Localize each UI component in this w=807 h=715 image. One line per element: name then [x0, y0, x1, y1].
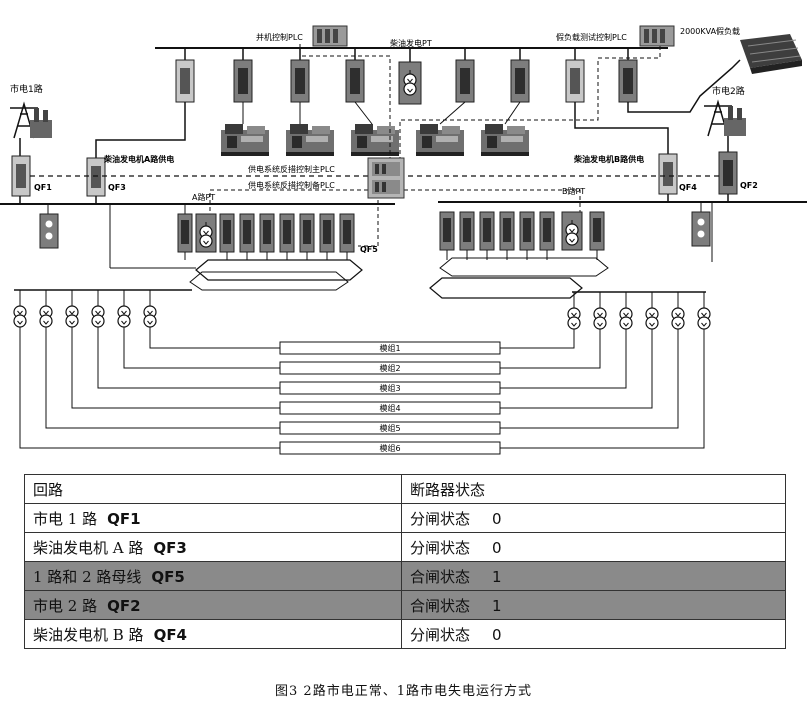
- grid1-tower-icon: [10, 101, 52, 139]
- grid2-signal-cabinet: [691, 202, 711, 247]
- table-row: 市电 2 路 QF2 合闸状态 1: [24, 590, 786, 620]
- row-breaker: QF4: [153, 625, 187, 644]
- row-name: 柴油发电机 B 路: [33, 625, 144, 644]
- module-1-label: 模组1: [379, 343, 400, 353]
- qf2-breaker: [718, 151, 738, 195]
- breaker-state-table: 回路 断路器状态 市电 1 路 QF1 分闸状态 0 柴油发电机 A 路 QF3 分闸…: [24, 474, 786, 649]
- module-feeders: [19, 327, 705, 449]
- dummy-load-label: 2000KVA假负载: [680, 26, 740, 36]
- table-row: 1 路和 2 路母线 QF5 合闸状态 1: [24, 561, 786, 591]
- left-transformers: [13, 301, 157, 328]
- feeder-lines: [109, 202, 713, 269]
- table-row: 市电 1 路 QF1 分闸状态 0: [24, 503, 786, 533]
- distribution-bus-right: [572, 291, 706, 304]
- module-5-label: 模组5: [379, 423, 400, 433]
- gen-b-supply-label: 柴油发电机B路供电: [573, 154, 644, 164]
- qf5-label: QF5: [360, 245, 378, 254]
- dummy-load-plc-icon: [639, 25, 675, 47]
- header-breaker-state: 断路器状态: [401, 474, 786, 504]
- bus-duct-a: [195, 259, 363, 281]
- diesel-bus: [155, 47, 668, 62]
- row-breaker: QF1: [107, 509, 141, 528]
- distribution-bus-left: [14, 289, 192, 302]
- row-value: 1: [492, 596, 502, 615]
- header-circuit: 回路: [24, 474, 402, 504]
- row-state: 分闸状态: [410, 538, 471, 557]
- module-6: 模组6: [279, 441, 501, 455]
- module-4-label: 模组4: [379, 403, 400, 413]
- qf1-label: QF1: [34, 183, 52, 192]
- parallel-plc-icon: [312, 25, 348, 47]
- a-side-cabinets: [177, 204, 355, 253]
- table-row: 柴油发电机 B 路 QF4 分闸状态 0: [24, 619, 786, 649]
- module-2: 模组2: [279, 361, 501, 375]
- bus-a: [0, 196, 395, 205]
- bus-duct-a-lower: [189, 271, 349, 291]
- grid1-label: 市电1路: [10, 83, 43, 95]
- gen-a-supply-label: 柴油发电机A路供电: [103, 154, 174, 164]
- control-lines: [30, 44, 720, 247]
- row-breaker: QF2: [107, 596, 141, 615]
- grid1-signal-cabinet: [39, 204, 59, 249]
- row-state: 合闸状态: [410, 567, 471, 586]
- bus-b: [438, 194, 807, 203]
- row-name: 市电 1 路: [33, 509, 98, 528]
- row-value: 1: [492, 567, 502, 586]
- row-state: 分闸状态: [410, 625, 471, 644]
- row-state: 分闸状态: [410, 509, 471, 528]
- row-value: 0: [492, 509, 502, 528]
- module-3: 模组3: [279, 381, 501, 395]
- a-pt-label: A路PT: [192, 192, 215, 202]
- qf4-label: QF4: [679, 183, 697, 192]
- row-breaker: QF3: [153, 538, 187, 557]
- table-header-row: 回路 断路器状态: [24, 474, 786, 504]
- bus-duct-b-upper: [439, 257, 609, 277]
- diesel-pt-label: 柴油发电PT: [390, 38, 432, 48]
- row-name: 市电 2 路: [33, 596, 98, 615]
- qf1-breaker: [11, 155, 31, 197]
- row-breaker: QF5: [151, 567, 185, 586]
- figure-caption: 图3 2路市电正常、1路市电失电运行方式: [275, 684, 532, 699]
- row-value: 0: [492, 625, 502, 644]
- control-plc-icon: [367, 157, 405, 199]
- module-5: 模组5: [279, 421, 501, 435]
- b-pt-label: B路PT: [562, 186, 585, 196]
- module-6-label: 模组6: [379, 443, 400, 453]
- dummy-load-plc-label: 假负载测试控制PLC: [556, 32, 627, 42]
- dummy-load-icon: [740, 34, 802, 74]
- module-4: 模组4: [279, 401, 501, 415]
- row-state: 合闸状态: [410, 596, 471, 615]
- diesel-pt-cabinet: [398, 61, 422, 105]
- qf2-label: QF2: [740, 181, 758, 190]
- row-value: 0: [492, 538, 502, 557]
- incoming-lines: [19, 59, 741, 158]
- diesel-generators: [221, 101, 529, 156]
- standby-plc-label: 供电系统反措控制备PLC: [248, 180, 335, 190]
- row-name: 1 路和 2 路母线: [33, 567, 142, 586]
- b-side-cabinets: [439, 211, 605, 251]
- grid2-tower-icon: [704, 99, 746, 137]
- main-plc-label: 供电系统反措控制主PLC: [248, 164, 335, 174]
- table-row: 柴油发电机 A 路 QF3 分闸状态 0: [24, 532, 786, 562]
- qf3-breaker: [86, 157, 106, 197]
- power-supply-diagram: 并机控制PLC 柴油发电PT 假负载测试控制PLC 2000KVA假负载: [0, 25, 807, 455]
- module-1: 模组1: [279, 341, 501, 355]
- bus-duct-b: [429, 277, 583, 299]
- parallel-plc-label: 并机控制PLC: [256, 32, 303, 42]
- qf3-label: QF3: [108, 183, 126, 192]
- module-3-label: 模组3: [379, 383, 400, 393]
- module-2-label: 模组2: [379, 363, 400, 373]
- qf4-breaker: [658, 153, 678, 195]
- row-name: 柴油发电机 A 路: [33, 538, 144, 557]
- right-transformers: [567, 303, 711, 330]
- grid2-label: 市电2路: [712, 85, 745, 97]
